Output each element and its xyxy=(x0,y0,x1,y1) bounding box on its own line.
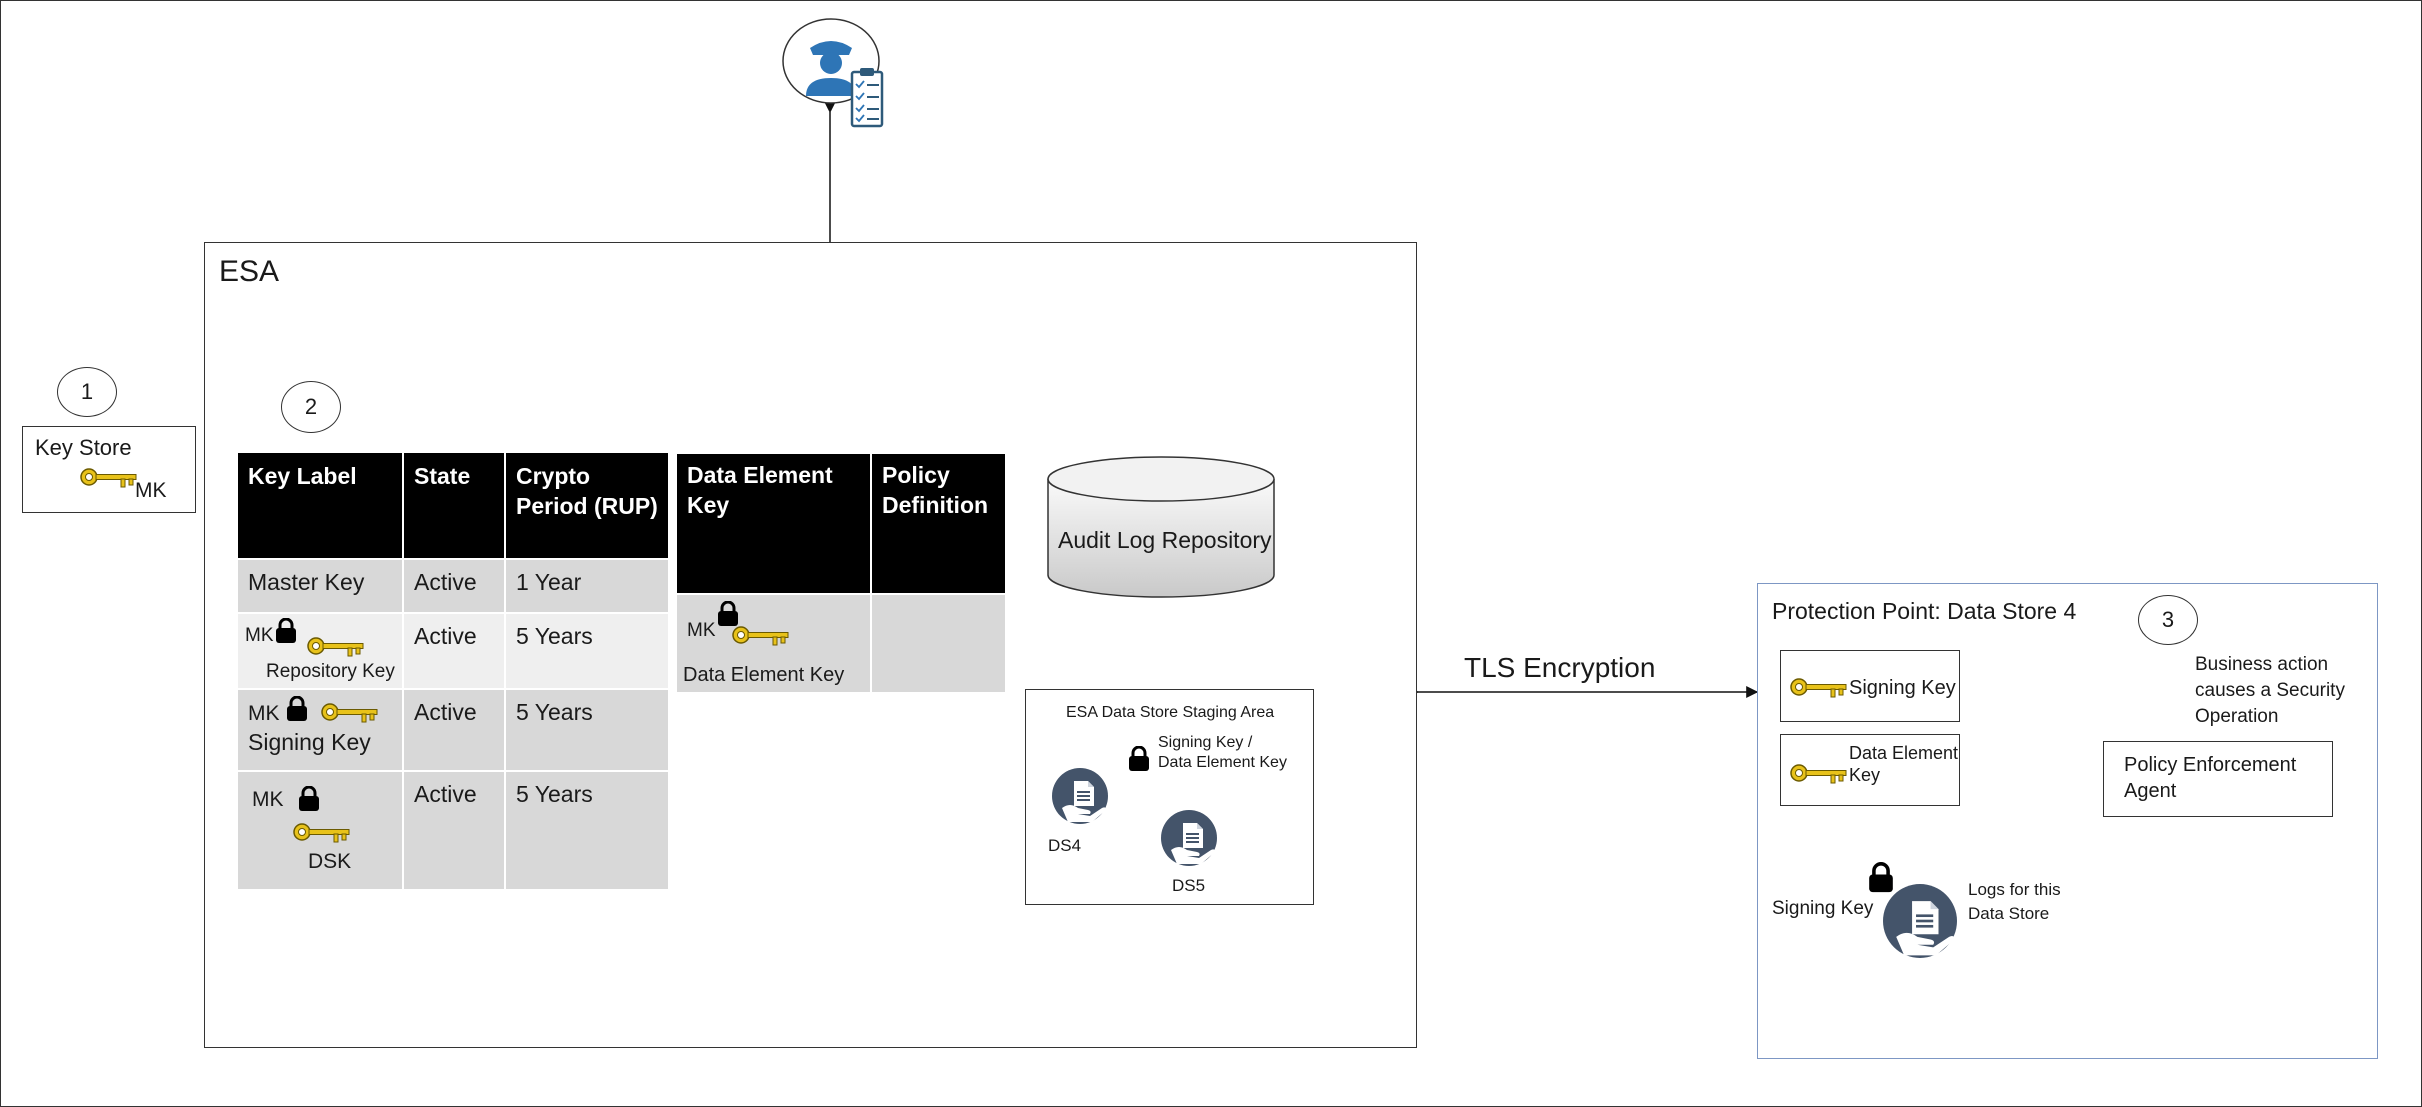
esa-title: ESA xyxy=(219,255,280,288)
dsk-cell: MK DSK xyxy=(238,770,404,889)
database-cylinder-icon xyxy=(1047,456,1275,598)
signing-key-cell: MK Signing Key xyxy=(238,688,404,771)
key-table-header-state: State xyxy=(403,453,506,559)
lock-icon xyxy=(298,786,320,812)
lock-icon xyxy=(1128,746,1150,772)
key-icon xyxy=(732,626,789,646)
signing-key-state: Active xyxy=(403,688,506,771)
key-icon xyxy=(321,703,378,723)
pp-signing-key-box: Signing Key xyxy=(1780,650,1960,722)
key-icon xyxy=(1790,678,1847,698)
protection-point-title: Protection Point: Data Store 4 xyxy=(1772,598,2077,624)
table-row: Master Key Active 1 Year xyxy=(238,558,668,613)
key-icon xyxy=(307,637,364,657)
staging-area-box: ESA Data Store Staging Area Signing Key … xyxy=(1025,689,1314,905)
data-element-key-label: Data Element Key xyxy=(683,664,845,686)
repository-key-label: Repository Key xyxy=(266,661,395,682)
ds4-document-icon xyxy=(1052,768,1108,824)
table-row: MK DSK Active 5 Years xyxy=(238,770,668,889)
ds5-document-icon xyxy=(1161,810,1217,866)
audit-log-repository-label: Audit Log Repository xyxy=(1058,527,1272,553)
policy-table-header-dek: Data Element Key xyxy=(677,454,872,594)
key-store-title: Key Store xyxy=(35,435,132,460)
pp-dek-label-line1: Data Element xyxy=(1849,743,1959,763)
lock-icon xyxy=(275,618,297,644)
data-element-key-mk: MK xyxy=(687,620,716,641)
step-2-marker: 2 xyxy=(281,381,341,433)
lock-icon xyxy=(286,696,308,722)
business-action-line1: Business action xyxy=(2195,654,2329,675)
dsk-mk: MK xyxy=(252,788,284,811)
agent-label-line2: Agent xyxy=(2124,780,2177,802)
table-row: MK Repository Key Active 5 Years xyxy=(238,612,668,689)
policy-table-header-definition: Policy Definition xyxy=(871,454,1005,594)
tls-encryption-label: TLS Encryption xyxy=(1464,652,1656,683)
pp-signing-key-bottom-label: Signing Key xyxy=(1772,898,1874,919)
ds5-label: DS5 xyxy=(1172,876,1206,895)
pp-dek-label-line2: Key xyxy=(1849,765,1881,785)
key-table: Key Label State Crypto Period (RUP) Mast… xyxy=(238,453,668,889)
signing-key-period: 5 Years xyxy=(505,688,668,771)
protection-point-box: Protection Point: Data Store 4 Signing K… xyxy=(1757,583,2378,1059)
step-3-marker: 3 xyxy=(2138,595,2198,645)
agent-label-line1: Policy Enforcement xyxy=(2124,754,2297,776)
pp-signing-key-label: Signing Key xyxy=(1849,677,1956,699)
master-key-icon xyxy=(80,468,137,488)
staging-area-title: ESA Data Store Staging Area xyxy=(1066,704,1275,721)
master-key-state: Active xyxy=(403,558,506,613)
ds4-label: DS4 xyxy=(1048,836,1082,855)
key-table-header-period: Crypto Period (RUP) xyxy=(505,453,668,559)
key-icon xyxy=(293,823,350,843)
lock-icon xyxy=(717,601,739,627)
security-officer-icon xyxy=(782,16,904,132)
staging-key-label-line1: Signing Key / xyxy=(1158,734,1253,751)
table-row: MK Data Element Key xyxy=(677,593,1005,692)
audit-log-repository: Audit Log Repository xyxy=(1046,455,1276,601)
master-key-label: Master Key xyxy=(238,558,404,613)
master-key-period: 1 Year xyxy=(505,558,668,613)
key-table-header-label: Key Label xyxy=(238,453,404,559)
repository-key-cell: MK Repository Key xyxy=(238,612,404,689)
signing-key-mk: MK xyxy=(248,702,280,725)
dsk-label: DSK xyxy=(308,850,352,873)
logs-document-icon xyxy=(1883,884,1957,958)
dsk-period: 5 Years xyxy=(505,770,668,889)
policy-enforcement-agent-box: Policy Enforcement Agent xyxy=(2103,741,2333,817)
logs-label-line1: Logs for this xyxy=(1968,880,2061,899)
step-1-marker: 1 xyxy=(57,367,117,417)
key-icon xyxy=(1790,764,1847,784)
logs-label-line2: Data Store xyxy=(1968,904,2050,923)
staging-key-label-line2: Data Element Key xyxy=(1158,754,1287,771)
repository-key-state: Active xyxy=(403,612,506,689)
table-row: MK Signing Key Active 5 Years xyxy=(238,688,668,771)
business-action-line3: Operation xyxy=(2195,706,2279,727)
business-action-line2: causes a Security xyxy=(2195,680,2345,701)
policy-table: Data Element Key Policy Definition MK Da… xyxy=(677,454,1005,692)
policy-definition-cell xyxy=(871,593,1005,692)
pp-data-element-key-box: Data Element Key xyxy=(1780,734,1960,806)
dsk-state: Active xyxy=(403,770,506,889)
key-store-mk-label: MK xyxy=(135,479,167,502)
key-store-box: Key Store MK xyxy=(22,426,196,513)
signing-key-label: Signing Key xyxy=(248,729,371,755)
repository-key-period: 5 Years xyxy=(505,612,668,689)
data-element-key-cell: MK Data Element Key xyxy=(677,593,872,692)
repository-key-mk: MK xyxy=(245,625,274,646)
